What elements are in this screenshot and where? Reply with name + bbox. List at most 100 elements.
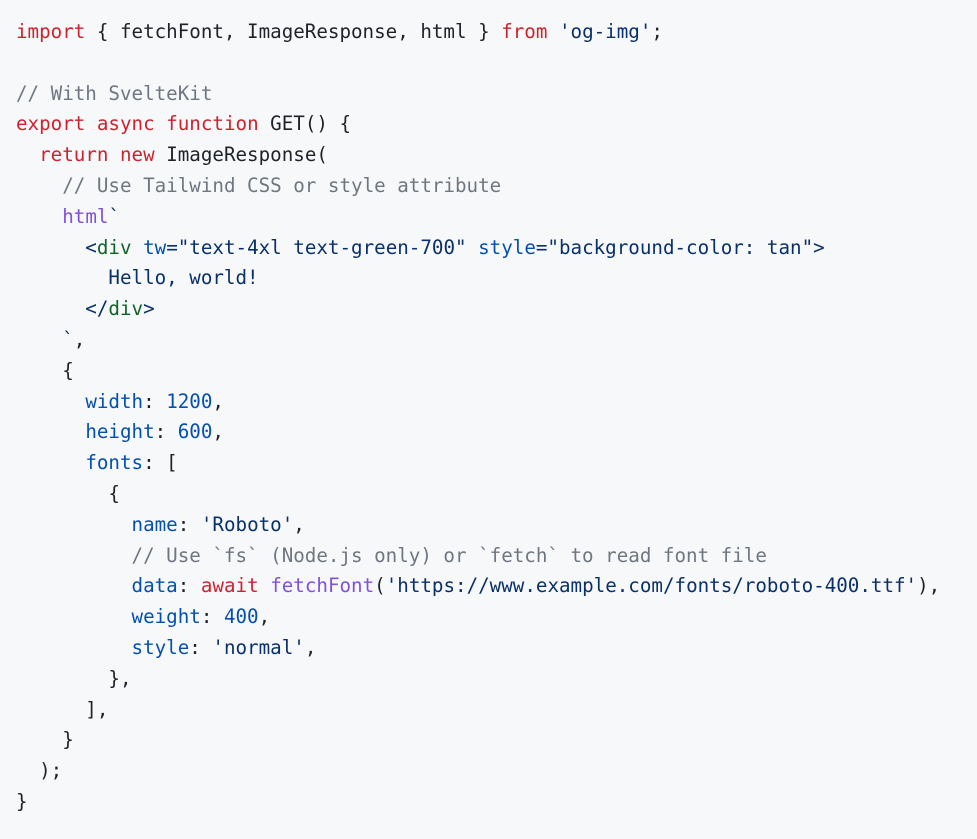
property-token: tw [143, 235, 167, 259]
code-text-token [85, 112, 97, 135]
code-text-token: ], [16, 697, 109, 721]
code-text-token: { [16, 481, 120, 505]
code-text-token [16, 513, 132, 536]
string-token: Hello, world! [16, 266, 259, 290]
function-name-token: html [62, 204, 109, 228]
string-token: ="text-4xl text-green-700" [166, 235, 479, 259]
code-text-token: ; [651, 20, 663, 43]
code-text-token [108, 143, 120, 166]
code-line: } [16, 725, 940, 756]
code-line: }, [16, 664, 940, 695]
string-token: > [143, 297, 155, 321]
code-line: style: 'normal', [16, 633, 940, 664]
code-text-token [547, 20, 559, 43]
comment-token: // Use `fs` (Node.js only) or `fetch` to… [131, 543, 767, 567]
keyword-token: return [39, 143, 109, 167]
property-token: width [85, 389, 144, 413]
code-line: { [16, 356, 940, 387]
code-line: import { fetchFont, ImageResponse, html … [16, 17, 940, 48]
code-text-token [16, 143, 39, 166]
code-text-token: : [189, 635, 213, 659]
function-name-token: fetchFont [270, 574, 375, 598]
code-text-token [16, 174, 62, 197]
string-token: 'https://www.example.com/fonts/roboto-40… [385, 574, 918, 598]
code-text-token [259, 574, 271, 597]
comment-token: // With SvelteKit [16, 81, 213, 105]
code-text-token: { fetchFont, ImageResponse, html } [85, 20, 502, 43]
code-line: // With SvelteKit [16, 79, 940, 110]
code-text-token [155, 112, 167, 135]
property-token: 400 [223, 605, 259, 629]
code-line: height: 600, [16, 417, 940, 448]
code-text-token: , [73, 327, 86, 351]
tag-name-token: div [96, 235, 132, 259]
keyword-token: import [16, 20, 86, 43]
code-text-token: : [200, 605, 224, 629]
code-text-token: ), [917, 574, 941, 598]
code-text-token [16, 390, 85, 413]
string-token: 'Roboto' [200, 512, 294, 536]
code-text-token: } [16, 728, 74, 752]
code-line [16, 48, 940, 79]
code-text-token [16, 420, 85, 443]
code-text-token: , [293, 512, 305, 536]
code-line: Hello, world! [16, 263, 940, 294]
keyword-token: new [119, 143, 155, 167]
string-token: < [16, 235, 97, 259]
code-text-token [16, 205, 62, 228]
code-line: ); [16, 756, 940, 787]
code-text-token [16, 451, 85, 474]
code-text-token: } [16, 789, 28, 813]
property-token: weight [131, 605, 201, 629]
property-token: 1200 [166, 389, 213, 413]
code-text-token [16, 574, 132, 597]
property-token: 600 [177, 420, 213, 444]
code-text-token: { [16, 358, 74, 382]
code-line: `, [16, 325, 940, 356]
keyword-token: async [96, 112, 155, 136]
string-token: ` [16, 327, 74, 351]
code-text-token: : [154, 420, 178, 444]
code-line: fonts: [ [16, 448, 940, 479]
code-line: </div> [16, 294, 940, 325]
code-line: html` [16, 202, 940, 233]
keyword-token: function [166, 112, 259, 136]
code-text-token: : [177, 574, 201, 598]
keyword-token: export [16, 112, 86, 136]
property-token: style [478, 235, 536, 259]
code-text-token: , [304, 635, 317, 659]
code-text-token: : [ [143, 451, 178, 475]
code-text-token: , [212, 420, 224, 444]
code-line: width: 1200, [16, 387, 940, 418]
property-token: style [131, 635, 190, 659]
tag-name-token: div [108, 297, 144, 321]
code-line: export async function GET() { [16, 109, 940, 140]
code-text-token [16, 605, 132, 628]
keyword-token: await [200, 574, 259, 598]
code-text-token: , [258, 605, 271, 629]
code-text-token: }, [16, 666, 132, 690]
code-text-token: , [212, 389, 224, 413]
string-token: ` [108, 204, 120, 228]
code-line: // Use `fs` (Node.js only) or `fetch` to… [16, 541, 940, 572]
comment-token: // Use Tailwind CSS or style attribute [62, 173, 502, 197]
code-line: return new ImageResponse( [16, 140, 940, 171]
string-token: </ [16, 297, 109, 321]
string-token: ="background-color: tan"> [535, 235, 825, 259]
code-text-token: : [143, 389, 167, 413]
code-text-token [16, 636, 132, 659]
code-text-token: ); [16, 759, 63, 783]
code-line: name: 'Roboto', [16, 510, 940, 541]
property-token: fonts [85, 451, 144, 475]
property-token: name [131, 512, 178, 536]
code-text-token: : [177, 512, 201, 536]
string-token: 'normal' [212, 635, 305, 659]
code-line: } [16, 787, 940, 818]
code-text-token: GET() { [258, 112, 352, 136]
code-line: ], [16, 695, 940, 726]
code-line: <div tw="text-4xl text-green-700" style=… [16, 233, 940, 264]
code-line: weight: 400, [16, 602, 940, 633]
code-block: import { fetchFont, ImageResponse, html … [16, 17, 940, 818]
code-line: { [16, 479, 940, 510]
code-line: data: await fetchFont('https://www.examp… [16, 571, 941, 602]
